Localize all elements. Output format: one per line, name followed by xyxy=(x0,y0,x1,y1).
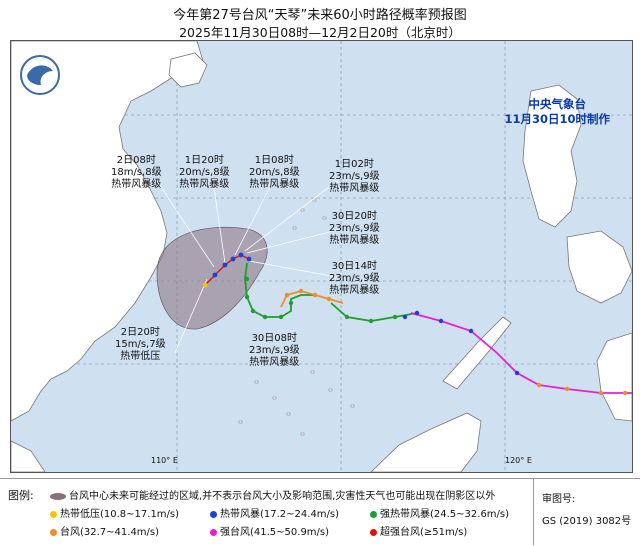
orange-points xyxy=(284,288,628,396)
legend-title: 图例: xyxy=(8,489,34,502)
lon-label-120: 120° E xyxy=(505,456,532,465)
legend-item-ts: 热带风暴(17.2~24.4m/s) xyxy=(210,505,339,520)
past-track-orange xyxy=(280,290,344,308)
lon-label-110: 110° E xyxy=(151,456,178,465)
sty-swatch xyxy=(210,528,217,536)
legend-item-sts: 强热带风暴(24.5~32.6m/s) xyxy=(370,505,509,520)
green-points xyxy=(244,276,398,324)
sts-swatch xyxy=(370,510,377,518)
issue-time: 11月30日10时制作 xyxy=(504,112,610,126)
legend: 图例: 台风中心未来可能经过的区域,并不表示台风大小及影响范围,灾害性天气也可能… xyxy=(0,478,640,546)
approval-label: 审图号: xyxy=(542,494,576,505)
map-subtitle: 2025年11月30日08时—12月2日20时（北京时） xyxy=(179,25,461,40)
cone-swatch xyxy=(50,492,66,500)
legend-cone-row: 台风中心未来可能经过的区域,并不表示台风大小及影响范围,灾害性天气也可能出现在阴… xyxy=(50,487,495,502)
legend-item-td: 热带低压(10.8~17.1m/s) xyxy=(50,505,179,520)
agency-name: 中央气象台 xyxy=(528,97,586,111)
depression-point xyxy=(202,282,208,288)
label-leaders xyxy=(156,180,342,354)
visayas-islands xyxy=(566,230,633,304)
map-canvas xyxy=(10,40,633,473)
approval-box: 审图号: GS (2019) 3082号 xyxy=(533,478,640,545)
small-islands xyxy=(238,198,355,436)
superty-swatch xyxy=(370,528,377,536)
legend-item-sty: 强台风(41.5~50.9m/s) xyxy=(210,523,329,538)
ty-swatch xyxy=(50,528,57,536)
approval-number: GS (2019) 3082号 xyxy=(542,516,632,527)
blue-points xyxy=(212,252,520,376)
map-title: 今年第27号台风“天琴”未来60小时路径概率预报图 xyxy=(173,8,467,23)
cma-logo xyxy=(20,55,60,95)
past-track-green xyxy=(244,262,315,318)
ts-swatch xyxy=(210,510,217,518)
legend-item-ty: 台风(32.7~41.4m/s) xyxy=(50,523,159,538)
agency-block: 中央气象台 11月30日10时制作 xyxy=(504,97,610,127)
legend-item-superty: 超强台风(≥51m/s) xyxy=(370,523,467,538)
palawan-island xyxy=(442,316,512,390)
luzon-island xyxy=(522,84,582,228)
legend-cone-text: 台风中心未来可能经过的区域,并不表示台风大小及影响范围,灾害性天气也可能出现在阴… xyxy=(69,491,496,502)
td-swatch xyxy=(50,510,57,518)
borneo-island xyxy=(370,412,482,473)
hainan-island xyxy=(168,52,208,88)
